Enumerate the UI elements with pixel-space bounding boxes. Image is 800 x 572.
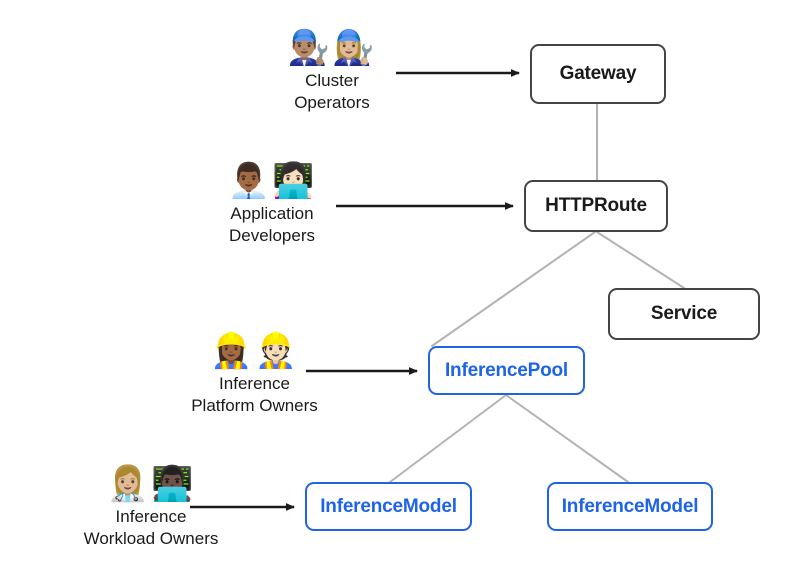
node-httproute[interactable]: HTTPRoute: [524, 180, 668, 232]
actor-people-icon: 👨🏽‍🔧👩🏼‍🔧: [287, 28, 377, 68]
actor-label-line1: Inference: [219, 374, 290, 393]
node-label: InferenceModel: [320, 495, 457, 517]
node-service[interactable]: Service: [608, 288, 760, 340]
actor-people-icon: 👩🏼‍⚕️👨🏿‍💻: [106, 464, 196, 504]
actor-label-line2: Developers: [229, 226, 315, 245]
actor-label-line1: Inference: [115, 507, 187, 526]
node-label: InferencePool: [444, 359, 569, 381]
actor-people-icon: 👨🏾‍💼👩🏻‍💻: [227, 161, 317, 201]
actor-label-line2: Workload Owners: [83, 529, 219, 548]
actor-people-icon: 👷🏾‍♀️👷🏻: [210, 331, 299, 371]
node-gateway[interactable]: Gateway: [530, 44, 666, 104]
node-inferencemodel-right[interactable]: InferenceModel: [547, 482, 713, 531]
arrow-lines: [190, 69, 520, 511]
node-inferencemodel-left[interactable]: InferenceModel: [305, 482, 472, 531]
node-label: HTTPRoute: [545, 195, 647, 216]
httproute-to-inferencepool: [431, 231, 596, 347]
actor-label-line1: Cluster: [305, 71, 359, 90]
node-label: Gateway: [559, 63, 637, 84]
inferencepool-to-model-left: [389, 394, 507, 483]
inferencepool-to-model-right: [505, 394, 629, 483]
node-label: Service: [650, 303, 718, 324]
actor-label-line1: Application: [230, 204, 314, 223]
node-inferencepool[interactable]: InferencePool: [428, 346, 585, 395]
actor-label-line2: Platform Owners: [191, 396, 318, 415]
node-label: InferenceModel: [561, 495, 699, 517]
actor-label-line2: Operators: [294, 93, 370, 112]
httproute-to-service: [596, 231, 685, 289]
